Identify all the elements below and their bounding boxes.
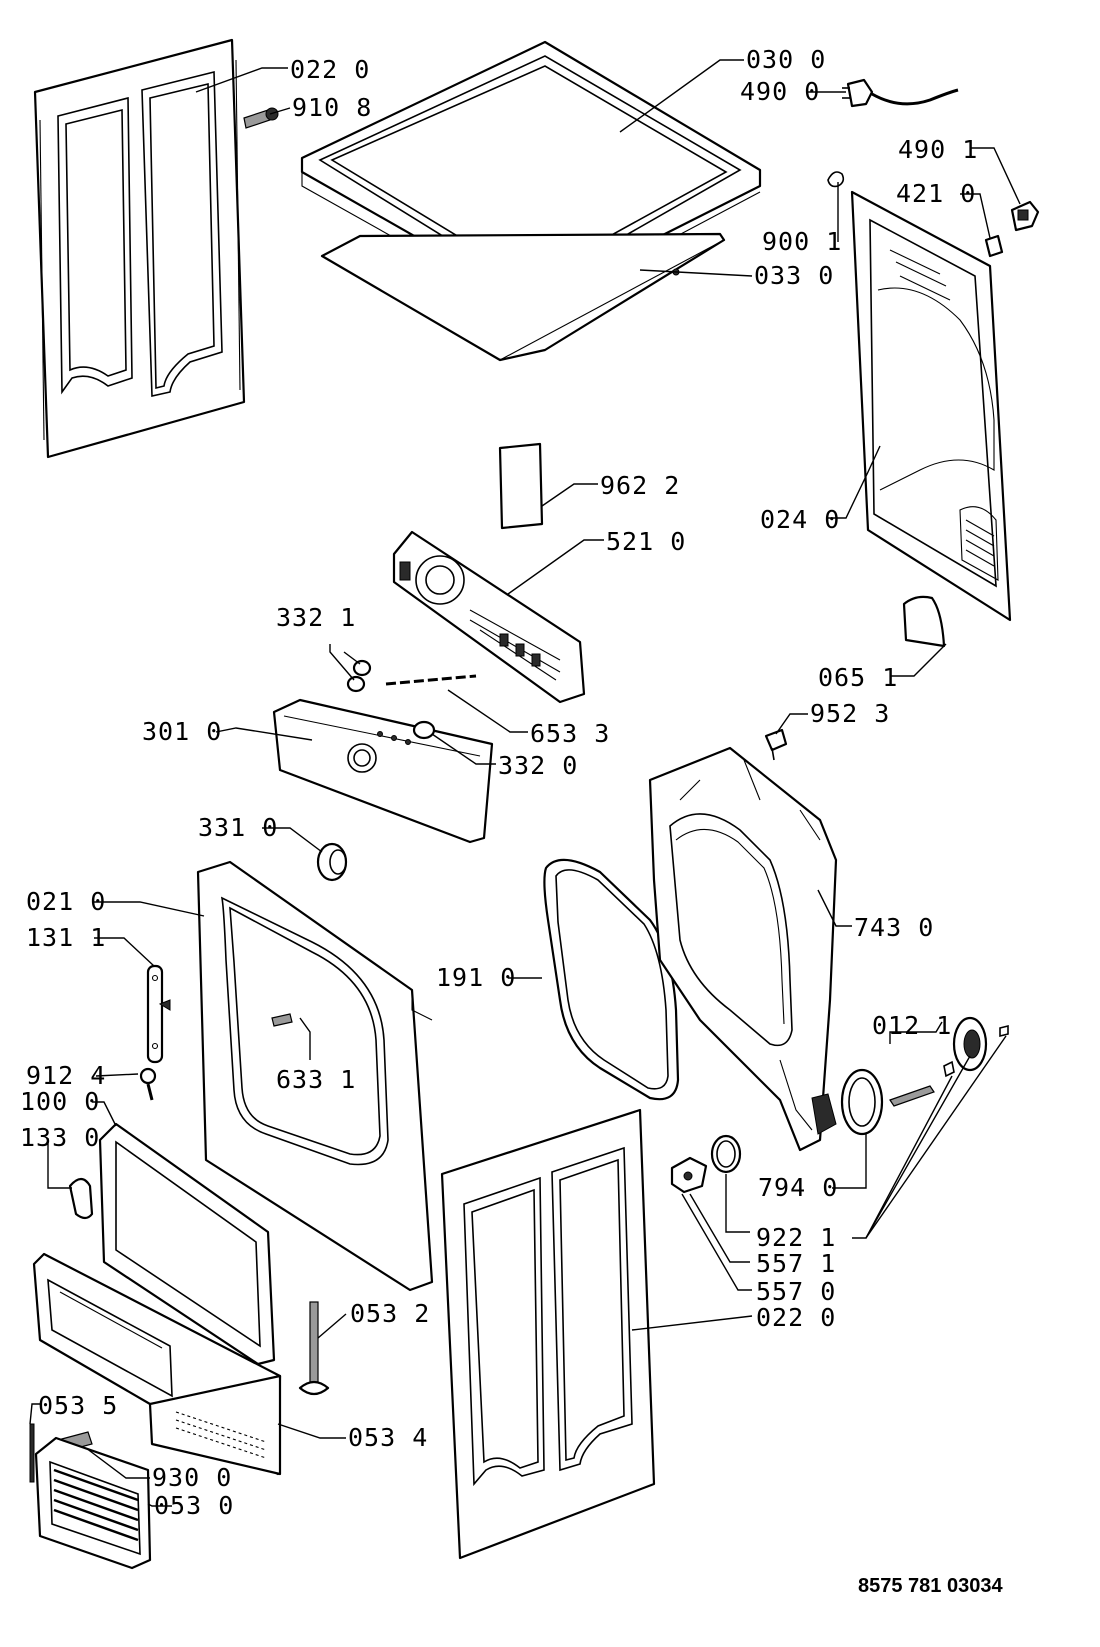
side-panel-right: [440, 1108, 656, 1560]
label-053-2: 053 2: [350, 1299, 430, 1328]
control-panel: [272, 698, 494, 844]
door-pin: [271, 1013, 293, 1027]
label-331-0: 331 0: [198, 813, 278, 842]
reference-number: 8575 781 03034: [858, 1575, 1003, 1597]
label-332-0: 332 0: [498, 751, 578, 780]
screw-910-8: [243, 107, 279, 129]
label-900-1: 900 1: [762, 227, 842, 256]
leader-lines: [29, 59, 1021, 1507]
button-caps: [346, 659, 372, 693]
label-sheet: [498, 442, 544, 530]
label-191-0: 191 0: [436, 963, 516, 992]
label-490-1: 490 1: [898, 135, 978, 164]
label-100-0: 100 0: [20, 1087, 100, 1116]
shaft: [889, 1085, 935, 1107]
label-794-0: 794 0: [758, 1173, 838, 1202]
door-handle: [68, 1177, 94, 1220]
small-clip: [943, 1024, 1009, 1078]
clip-900-1: [827, 171, 845, 188]
part-labels: 022 0 910 8 030 0 490 0 490 1 421 0 900 …: [20, 45, 1003, 1597]
label-053-4: 053 4: [348, 1423, 428, 1452]
label-557-0: 557 0: [756, 1277, 836, 1306]
selector-knob: [412, 720, 436, 740]
filter-490-1: [1010, 200, 1040, 232]
knob-ring: [316, 842, 348, 882]
pulley: [952, 1016, 988, 1072]
label-952-3: 952 3: [810, 699, 890, 728]
electronic-board: [392, 530, 586, 704]
label-557-1: 557 1: [756, 1249, 836, 1278]
label-053-0: 053 0: [154, 1491, 234, 1520]
rear-panel: [850, 190, 1012, 622]
label-930-0: 930 0: [152, 1463, 232, 1492]
label-653-3: 653 3: [530, 719, 610, 748]
label-743-0: 743 0: [854, 913, 934, 942]
label-065-1: 065 1: [818, 663, 898, 692]
spacer-952-3: [764, 728, 788, 761]
label-030-0: 030 0: [746, 45, 826, 74]
light-guide: [385, 674, 477, 686]
door: [98, 1122, 276, 1366]
label-033-0: 033 0: [754, 261, 834, 290]
label-133-0: 133 0: [20, 1123, 100, 1152]
label-012-1: 012 1: [872, 1011, 952, 1040]
label-910-8: 910 8: [292, 93, 372, 122]
bearing-ring: [840, 1068, 884, 1136]
label-633-1: 633 1: [276, 1065, 356, 1094]
front-panel: [196, 860, 434, 1292]
plinth-panel: [148, 1374, 282, 1476]
thermostat: [670, 1156, 708, 1194]
rear-bearing-housing: [648, 746, 838, 1152]
label-131-1: 131 1: [26, 923, 106, 952]
door-gasket: [543, 858, 680, 1101]
screw-912-4: [139, 1067, 157, 1101]
label-421-0: 421 0: [896, 179, 976, 208]
label-332-1: 332 1: [276, 603, 356, 632]
label-521-0: 521 0: [606, 527, 686, 556]
cover-plate-065: [902, 595, 946, 648]
label-301-0: 301 0: [142, 717, 222, 746]
power-cord: [842, 78, 959, 108]
label-053-5: 053 5: [38, 1391, 118, 1420]
label-021-0: 021 0: [26, 887, 106, 916]
label-912-4: 912 4: [26, 1061, 106, 1090]
label-490-0: 490 0: [740, 77, 820, 106]
side-panel-left: [33, 38, 246, 459]
label-022-0-top: 022 0: [290, 55, 370, 84]
front-grille: [34, 1436, 152, 1570]
top-plate: [320, 232, 726, 362]
door-hinge: [146, 964, 171, 1064]
trim-strip: [29, 1423, 35, 1483]
part-421-0: [984, 234, 1004, 258]
o-ring: [710, 1134, 742, 1174]
label-962-2: 962 2: [600, 471, 680, 500]
label-922-1: 922 1: [756, 1223, 836, 1252]
support-pin: [298, 1301, 330, 1396]
label-022-0-bottom: 022 0: [756, 1303, 836, 1332]
label-024-0: 024 0: [760, 505, 840, 534]
